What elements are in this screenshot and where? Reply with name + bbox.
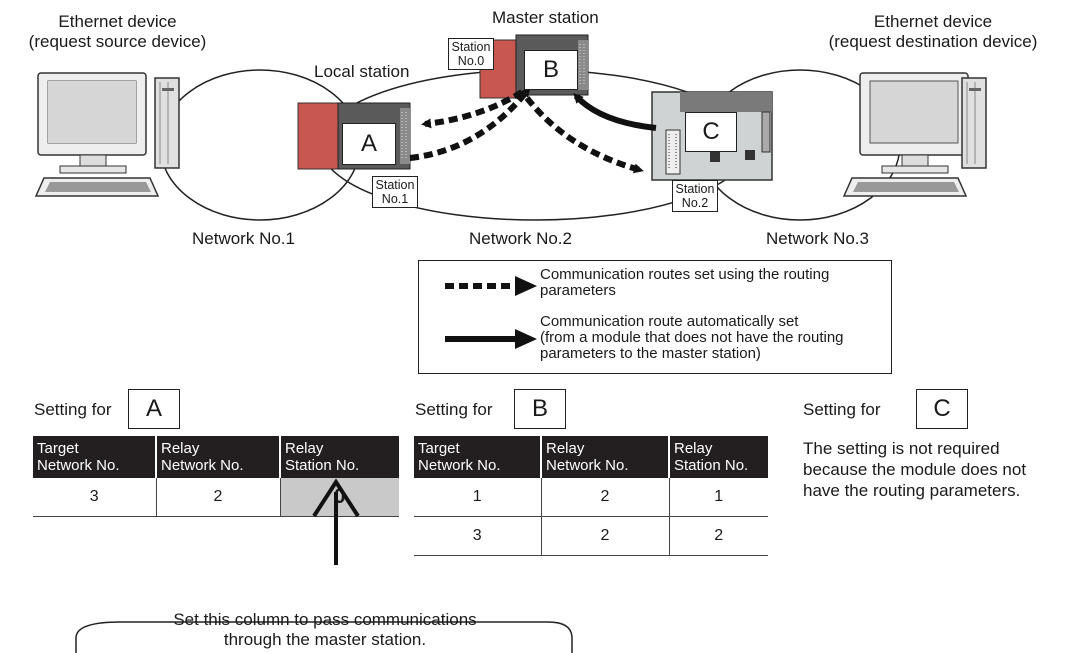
network-2-label: Network No.2 <box>469 229 572 248</box>
legend-solid-text: Communication route automatically set(fr… <box>540 313 844 362</box>
left-computer-icon <box>34 72 180 197</box>
table-b-cell: 2 <box>669 516 768 556</box>
setting-b-letter: B <box>514 389 566 429</box>
route-c-to-b-arrow <box>573 93 657 131</box>
legend-dotted-text: Communication routes set using the routi… <box>540 266 830 299</box>
station-c-box: C <box>685 112 737 152</box>
legend: Communication routes set using the routi… <box>418 260 892 374</box>
network-diagram <box>34 34 987 221</box>
legend-symbols <box>445 276 537 349</box>
table-row: 3 2 2 <box>414 516 768 556</box>
left-device-label: Ethernet device (request source device) <box>28 12 207 51</box>
table-b-cell: 2 <box>541 478 670 517</box>
right-computer-icon <box>842 72 987 197</box>
local-station-label: Local station <box>314 62 410 81</box>
station-a-box: A <box>342 123 396 165</box>
network-1-label: Network No.1 <box>192 229 295 248</box>
setting-a-label: Setting for <box>34 400 112 419</box>
table-a-cell: 2 <box>156 478 281 517</box>
setting-c-label: Setting for <box>803 400 881 419</box>
callout-text: Set this column to pass communications t… <box>173 610 477 649</box>
callout-arrow <box>75 478 573 653</box>
setting-c-note: The setting is not required because the … <box>803 439 1027 500</box>
route-b-to-a-arrow <box>421 89 524 129</box>
network-3-label: Network No.3 <box>766 229 869 248</box>
master-station-label: Master station <box>492 8 599 27</box>
right-device-label: Ethernet device (request destination dev… <box>828 12 1038 51</box>
table-b-cell: 1 <box>414 478 542 517</box>
table-b-cell: 2 <box>541 516 670 556</box>
setting-b-label: Setting for <box>415 400 493 419</box>
table-b-cell: 1 <box>669 478 768 517</box>
table-row: 1 2 1 <box>414 478 768 517</box>
station-b-box: B <box>524 50 578 90</box>
table-b-cell: 3 <box>414 516 542 556</box>
route-a-to-b-arrow <box>409 86 531 161</box>
callout-bubble-outline <box>75 621 573 653</box>
route-b-to-c-arrow <box>524 96 644 174</box>
table-a-cell: 3 <box>33 478 157 517</box>
setting-a-letter: A <box>128 389 180 429</box>
setting-c-letter: C <box>916 389 968 429</box>
